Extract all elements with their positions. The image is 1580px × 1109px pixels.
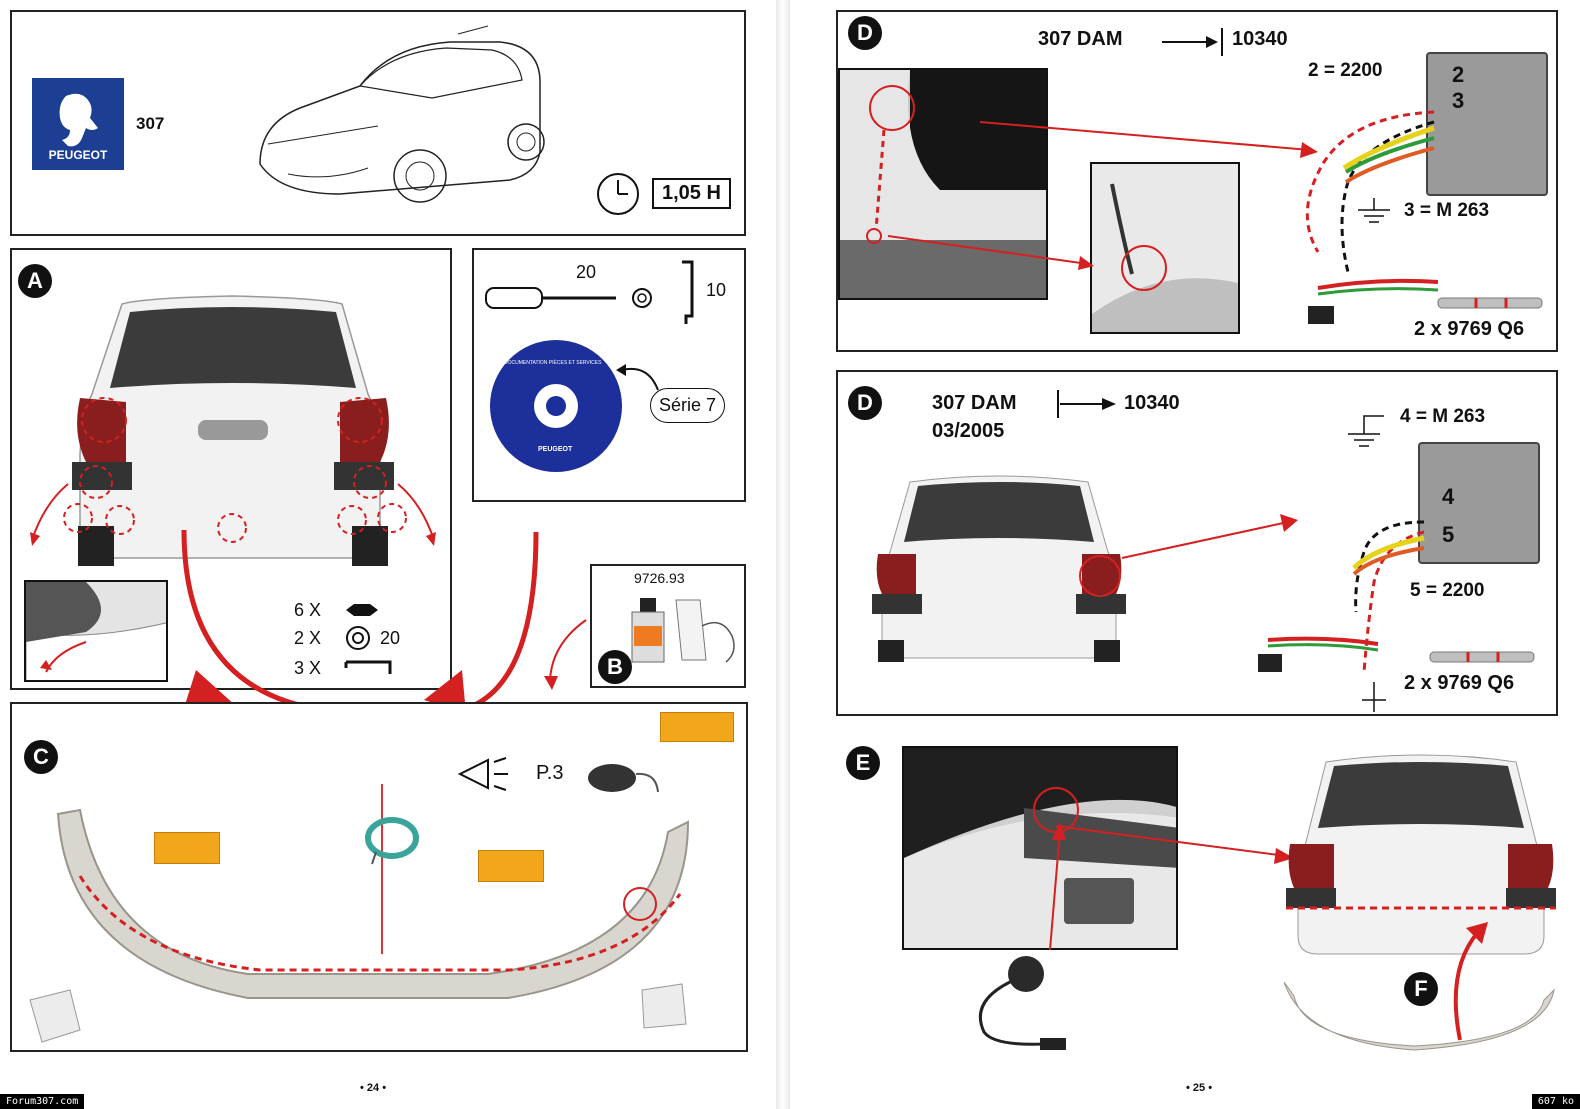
tools-box: 20 10 DOCUMENTATION PIÈCES ET SERVICES P… — [472, 248, 746, 502]
d1-wire-3: 3 = M 263 — [1404, 200, 1490, 221]
screwdriver-size: 20 — [576, 262, 597, 282]
d1-photo-rear — [838, 68, 1048, 300]
nut-icon — [346, 626, 370, 650]
step-f-badge: F — [1404, 972, 1438, 1006]
step-d1-box: D 307 DAM 10340 — [836, 10, 1558, 352]
rear-car-photo — [30, 295, 436, 566]
sensor-icon — [978, 956, 1066, 1050]
page-number-left: • 24 • — [360, 1082, 387, 1094]
right-page: D 307 DAM 10340 — [790, 0, 1580, 1109]
d2-pin-5: 5 — [1442, 522, 1455, 547]
d1-pin-2: 2 — [1452, 62, 1465, 87]
bottle-icon — [631, 598, 665, 663]
nuts-quantity: 2 X — [294, 628, 322, 648]
d2-splice-icon — [1429, 651, 1535, 663]
step-d1-badge: D — [848, 16, 882, 50]
step-c-badge: C — [24, 740, 58, 774]
d1-wires — [1305, 110, 1439, 324]
clip-icon — [346, 604, 378, 616]
d2-wire-4: 4 = M 263 — [1400, 406, 1486, 427]
detail-photo-a — [24, 580, 168, 682]
site-watermark: Forum307.com — [0, 1094, 85, 1109]
label-tag-left — [154, 832, 220, 864]
d1-limit: 10340 — [1232, 28, 1288, 50]
peugeot-logo: PEUGEOT — [32, 78, 124, 170]
d2-wires — [1258, 520, 1425, 712]
step-d2-badge: D — [848, 386, 882, 420]
series-label: Série 7 — [650, 388, 726, 423]
lion-icon — [59, 93, 98, 147]
d1-red-arrows — [887, 121, 1318, 270]
lamp-ref: P.3 — [536, 762, 564, 784]
clips-quantity: 6 X — [294, 600, 322, 620]
page-number-right: • 25 • — [1186, 1082, 1213, 1094]
step-a-box: A — [10, 248, 452, 690]
d2-limit: 10340 — [1124, 392, 1180, 414]
bumper-illustration — [29, 784, 690, 1043]
left-page: PEUGEOT 307 1,05 H A — [0, 0, 776, 1109]
d1-splice-icon — [1437, 297, 1543, 309]
d1-pin-3: 3 — [1452, 88, 1465, 113]
f-arrow — [1453, 922, 1488, 1041]
cd-brand: PEUGEOT — [538, 446, 573, 453]
step-d2-box: D 307 DAM 03/2005 10340 — [836, 370, 1558, 716]
wipe-icon — [675, 599, 735, 663]
d1-limit-arrow — [1162, 28, 1223, 56]
d1-photo-ground — [1090, 162, 1240, 334]
header-box: PEUGEOT 307 1,05 H — [10, 10, 746, 236]
key-icon — [344, 660, 392, 674]
nuts-size: 20 — [380, 628, 401, 648]
cd-icon — [490, 340, 622, 472]
wrench-size: 10 — [706, 280, 727, 300]
keys-quantity: 3 X — [294, 658, 322, 678]
product-ref: 9726.93 — [634, 570, 685, 586]
d2-pin-4: 4 — [1442, 484, 1455, 509]
d1-splice: 2 x 9769 Q6 — [1414, 318, 1525, 340]
flow-arrows-left — [181, 529, 587, 816]
sensor-disc-icon — [588, 764, 659, 793]
callout-arrow — [616, 364, 659, 391]
d1-connector — [1426, 52, 1548, 196]
step-b-badge: B — [598, 650, 632, 684]
d2-red-arrow — [1121, 514, 1298, 559]
d2-limit-arrow — [1057, 390, 1116, 418]
ring-icon — [365, 817, 419, 865]
wrench-icon — [682, 260, 694, 324]
cd-title: DOCUMENTATION PIÈCES ET SERVICES — [504, 360, 602, 366]
step-a-badge: A — [18, 264, 52, 298]
d1-wire-2: 2 = 2200 — [1308, 60, 1383, 81]
label-tag-right — [660, 712, 734, 742]
step-b-box: 9726.93 B — [590, 564, 746, 688]
label-tag-middle — [478, 850, 544, 882]
e-rear-car-photo — [1286, 754, 1556, 955]
d2-model: 307 DAM — [932, 392, 1017, 414]
brand-name: PEUGEOT — [48, 148, 108, 162]
d1-model: 307 DAM — [1038, 28, 1123, 50]
d2-splice: 2 x 9769 Q6 — [1404, 672, 1515, 694]
step-c-box: C P.3 — [10, 702, 748, 1052]
e-arrows — [1049, 822, 1294, 951]
model-label: 307 — [136, 114, 165, 133]
headlamp-icon — [457, 757, 508, 791]
d2-wire-5: 5 = 2200 — [1410, 580, 1485, 601]
page-gutter — [776, 0, 790, 1109]
clock-icon — [597, 173, 639, 215]
f-bumper-illustration — [1283, 981, 1555, 1051]
d2-date: 03/2005 — [932, 420, 1005, 442]
car-illustration — [259, 25, 545, 203]
d1-ground-icon — [1358, 198, 1390, 223]
time-estimate: 1,05 H — [652, 178, 731, 209]
d2-connector — [1418, 442, 1540, 564]
d2-ground-icon — [1348, 415, 1384, 447]
file-size-label: 607 ko — [1531, 1094, 1580, 1109]
d2-rear-car-photo — [872, 475, 1126, 662]
screwdriver-icon — [485, 287, 652, 309]
step-e-badge: E — [846, 746, 880, 780]
e-photo-trunk — [902, 746, 1178, 950]
